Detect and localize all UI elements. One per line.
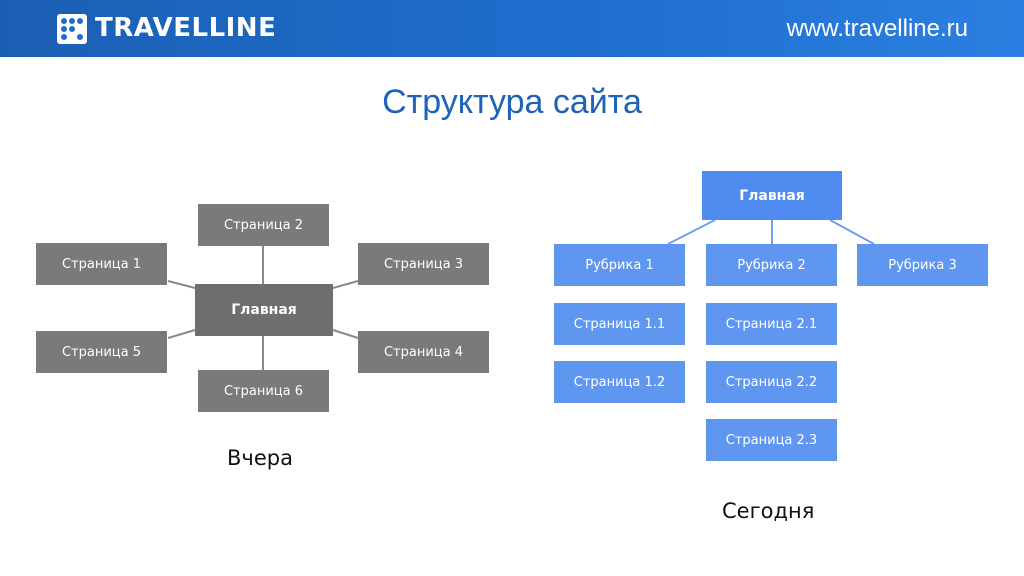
site-url[interactable]: www.travelline.ru xyxy=(786,15,968,42)
today-section-1: Рубрика 1 xyxy=(554,244,685,286)
travelline-logo-icon xyxy=(57,14,87,44)
today-root: Главная xyxy=(702,171,842,220)
today-page-1-1: Страница 1.1 xyxy=(554,303,685,345)
today-section-2: Рубрика 2 xyxy=(706,244,837,286)
yesterday-page-2: Страница 2 xyxy=(198,204,329,246)
connector-center-page1 xyxy=(167,280,196,289)
today-page-2-3: Страница 2.3 xyxy=(706,419,837,461)
yesterday-center: Главная xyxy=(195,284,333,336)
today-section-3: Рубрика 3 xyxy=(857,244,988,286)
yesterday-page-3: Страница 3 xyxy=(358,243,489,285)
connector-center-page4 xyxy=(332,329,359,339)
connector-root-section3 xyxy=(829,219,875,245)
header-bar: TRAVELLINE www.travelline.ru xyxy=(0,0,1024,57)
yesterday-page-4: Страница 4 xyxy=(358,331,489,373)
today-page-2-2: Страница 2.2 xyxy=(706,361,837,403)
connector-center-page3 xyxy=(332,280,359,289)
today-caption: Сегодня xyxy=(722,499,815,523)
page-title: Структура сайта xyxy=(382,83,642,121)
logo-text: TRAVELLINE xyxy=(95,13,277,43)
yesterday-page-1: Страница 1 xyxy=(36,243,167,285)
connector-center-page5 xyxy=(167,329,196,339)
yesterday-page-6: Страница 6 xyxy=(198,370,329,412)
connector-root-section1 xyxy=(667,219,716,245)
yesterday-page-5: Страница 5 xyxy=(36,331,167,373)
today-page-2-1: Страница 2.1 xyxy=(706,303,837,345)
today-page-1-2: Страница 1.2 xyxy=(554,361,685,403)
yesterday-caption: Вчера xyxy=(227,446,293,470)
